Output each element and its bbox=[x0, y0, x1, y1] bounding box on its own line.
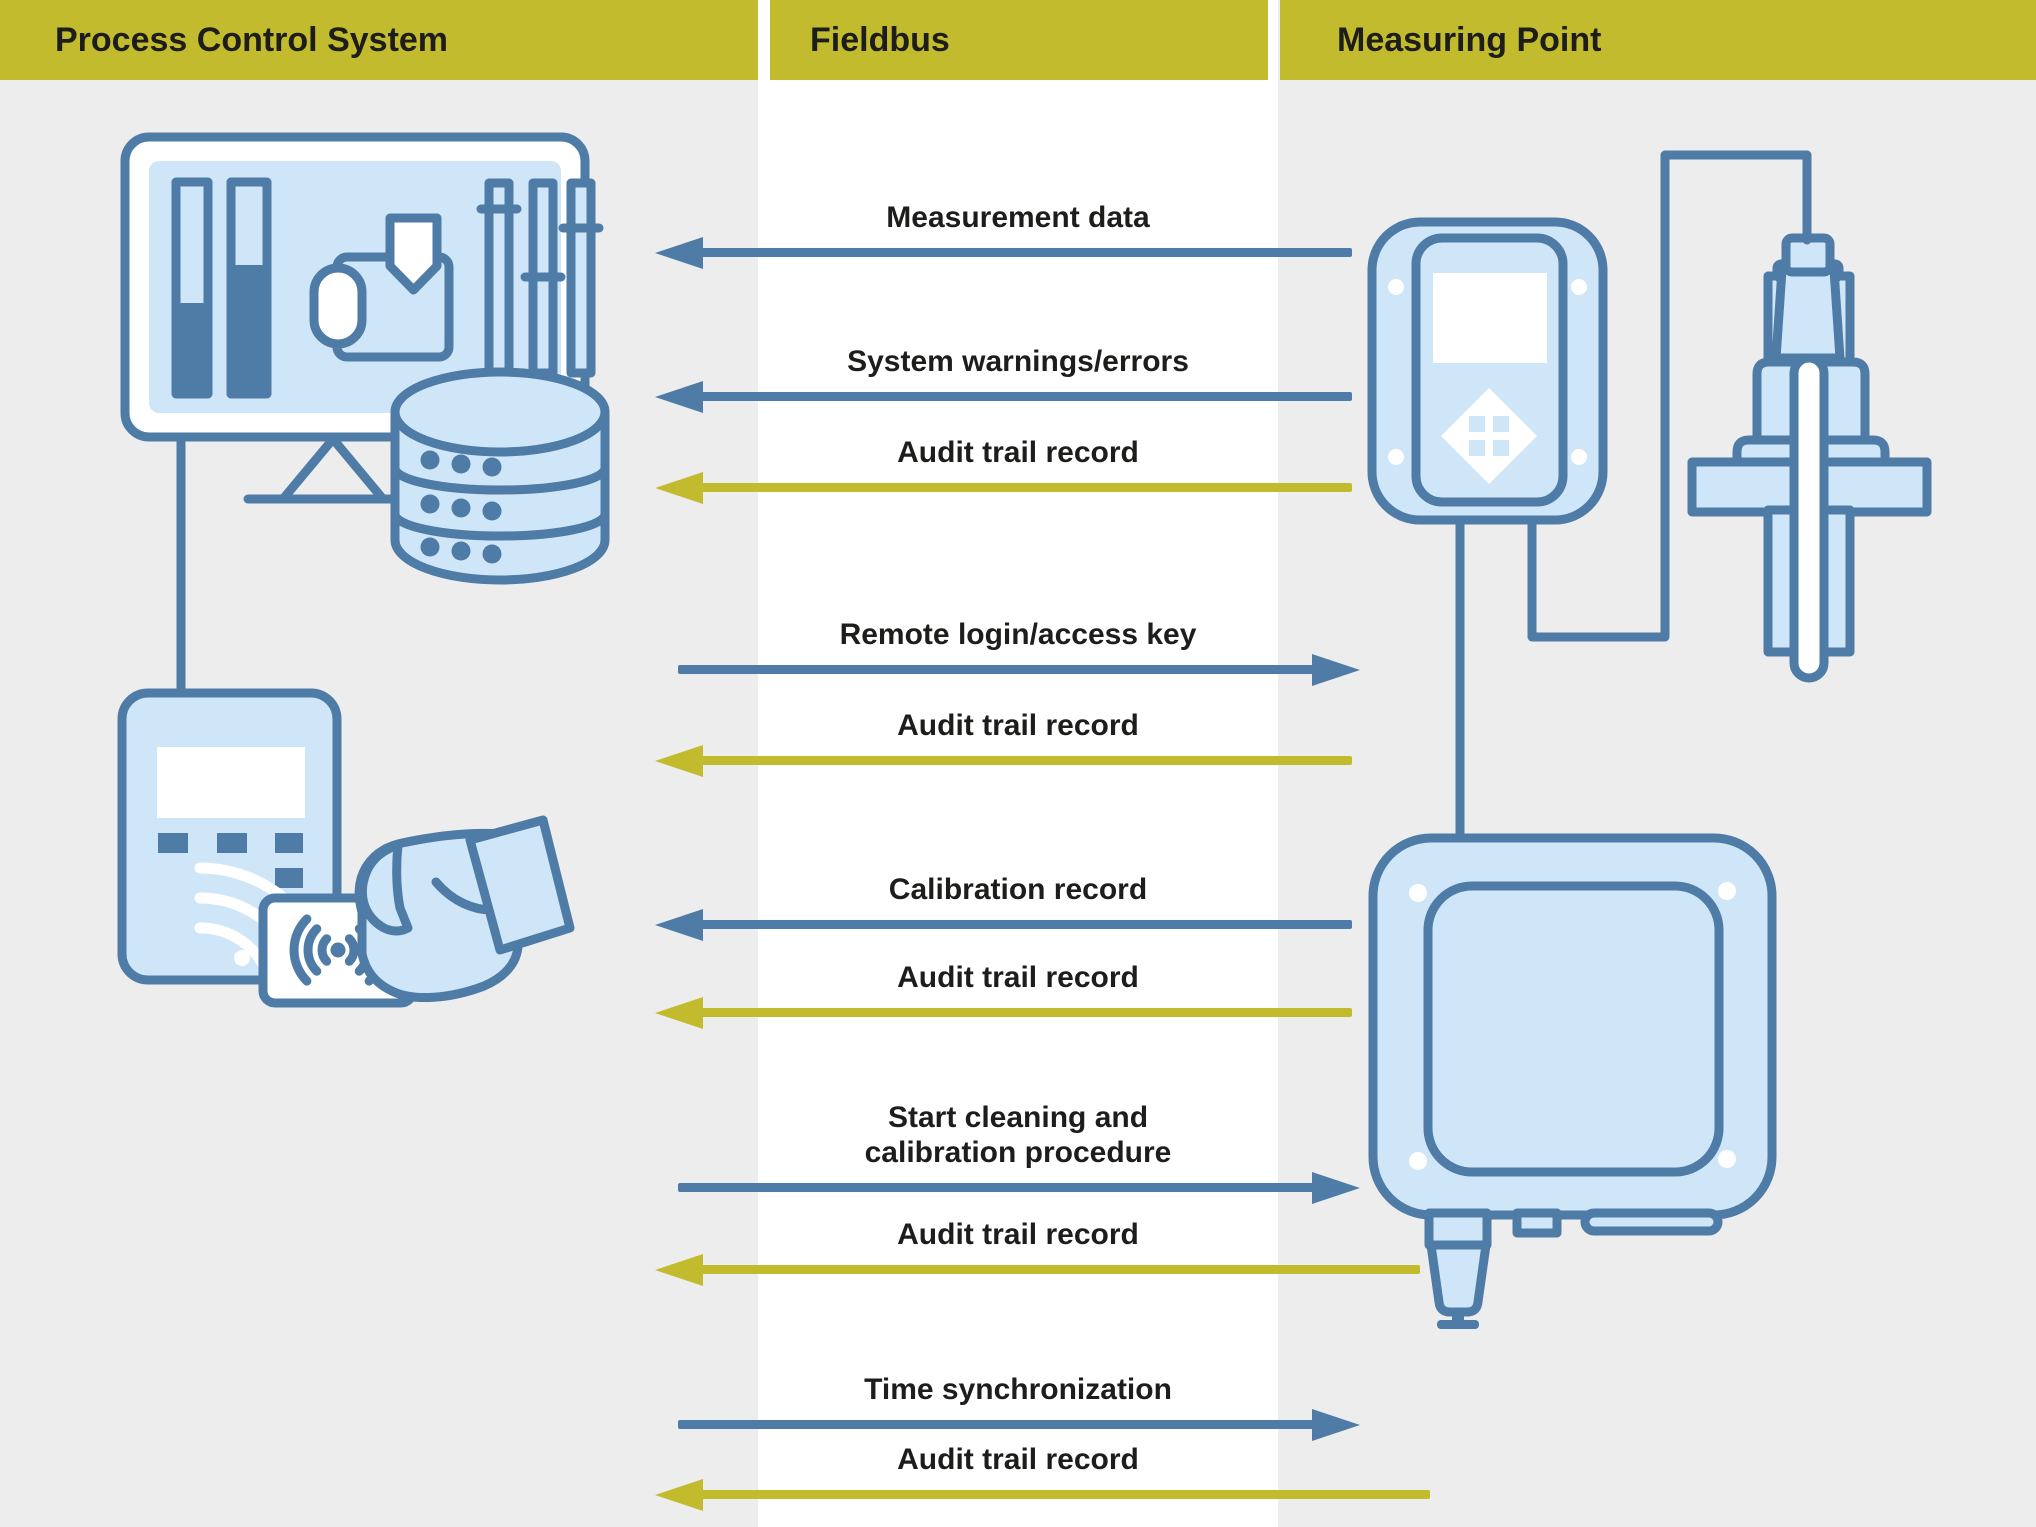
hand-icon bbox=[354, 815, 575, 1003]
audit-trail-arrow bbox=[655, 472, 1352, 504]
audit-trail-arrow bbox=[655, 1479, 1430, 1511]
data-flow-arrow bbox=[678, 1409, 1360, 1441]
database-server-icon bbox=[390, 367, 610, 585]
message-label: Audit trail record bbox=[897, 1218, 1139, 1251]
ph-sensor-probe-icon bbox=[1687, 233, 1932, 683]
sensor-cable bbox=[1455, 150, 1812, 843]
data-flow-arrow bbox=[678, 1172, 1360, 1204]
arrow-shaft bbox=[697, 756, 1352, 765]
column-header-process-control-system: Process Control System bbox=[0, 0, 758, 80]
arrow-shaft bbox=[697, 920, 1352, 929]
arrow-shaft bbox=[697, 1265, 1420, 1274]
data-flow-arrow bbox=[655, 381, 1352, 413]
analyzer-housing-icon bbox=[1368, 833, 1777, 1329]
arrowhead-icon bbox=[655, 997, 703, 1029]
arrow-shaft bbox=[678, 1420, 1318, 1429]
message-label: Start cleaning and calibration procedure bbox=[864, 1101, 1172, 1169]
message-label: Calibration record bbox=[888, 873, 1148, 906]
arrow-shaft bbox=[697, 1490, 1430, 1499]
arrowhead-icon bbox=[655, 472, 703, 504]
scada-monitor-icon bbox=[120, 132, 604, 702]
arrowhead-icon bbox=[1312, 1172, 1360, 1204]
arrow-shaft bbox=[678, 1183, 1318, 1192]
arrowhead-icon bbox=[655, 1479, 703, 1511]
message-label: Audit trail record bbox=[897, 709, 1139, 742]
arrowhead-icon bbox=[1312, 654, 1360, 686]
arrowhead-icon bbox=[1312, 1409, 1360, 1441]
data-flow-arrow bbox=[655, 909, 1352, 941]
message-label: Remote login/access key bbox=[839, 618, 1197, 651]
drain-valve-icon bbox=[1426, 1240, 1491, 1317]
message-label: Audit trail record bbox=[897, 961, 1139, 994]
message-label: Audit trail record bbox=[897, 436, 1139, 469]
arrowhead-icon bbox=[655, 1254, 703, 1286]
arrow-shaft bbox=[697, 248, 1352, 257]
data-flow-arrow bbox=[655, 237, 1352, 269]
transmitter-display-icon bbox=[1367, 150, 1812, 843]
arrowhead-icon bbox=[655, 745, 703, 777]
message-label: Measurement data bbox=[886, 201, 1150, 234]
audit-trail-arrow bbox=[655, 745, 1352, 777]
message-label: System warnings/errors bbox=[847, 345, 1189, 378]
arrow-shaft bbox=[697, 1008, 1352, 1017]
sleeve-cuff-icon bbox=[465, 815, 575, 955]
arrow-shaft bbox=[697, 392, 1352, 401]
audit-trail-arrow bbox=[655, 1254, 1420, 1286]
audit-trail-arrow bbox=[655, 997, 1352, 1029]
message-label: Time synchronization bbox=[864, 1373, 1172, 1406]
arrowhead-icon bbox=[655, 237, 703, 269]
column-header-measuring-point: Measuring Point bbox=[1280, 0, 2036, 80]
arrowhead-icon bbox=[655, 381, 703, 413]
column-header-fieldbus: Fieldbus bbox=[770, 0, 1268, 80]
data-flow-arrow bbox=[678, 654, 1360, 686]
arrowhead-icon bbox=[655, 909, 703, 941]
arrow-shaft bbox=[697, 483, 1352, 492]
message-label: Audit trail record bbox=[897, 1443, 1139, 1476]
arrow-shaft bbox=[678, 665, 1318, 674]
